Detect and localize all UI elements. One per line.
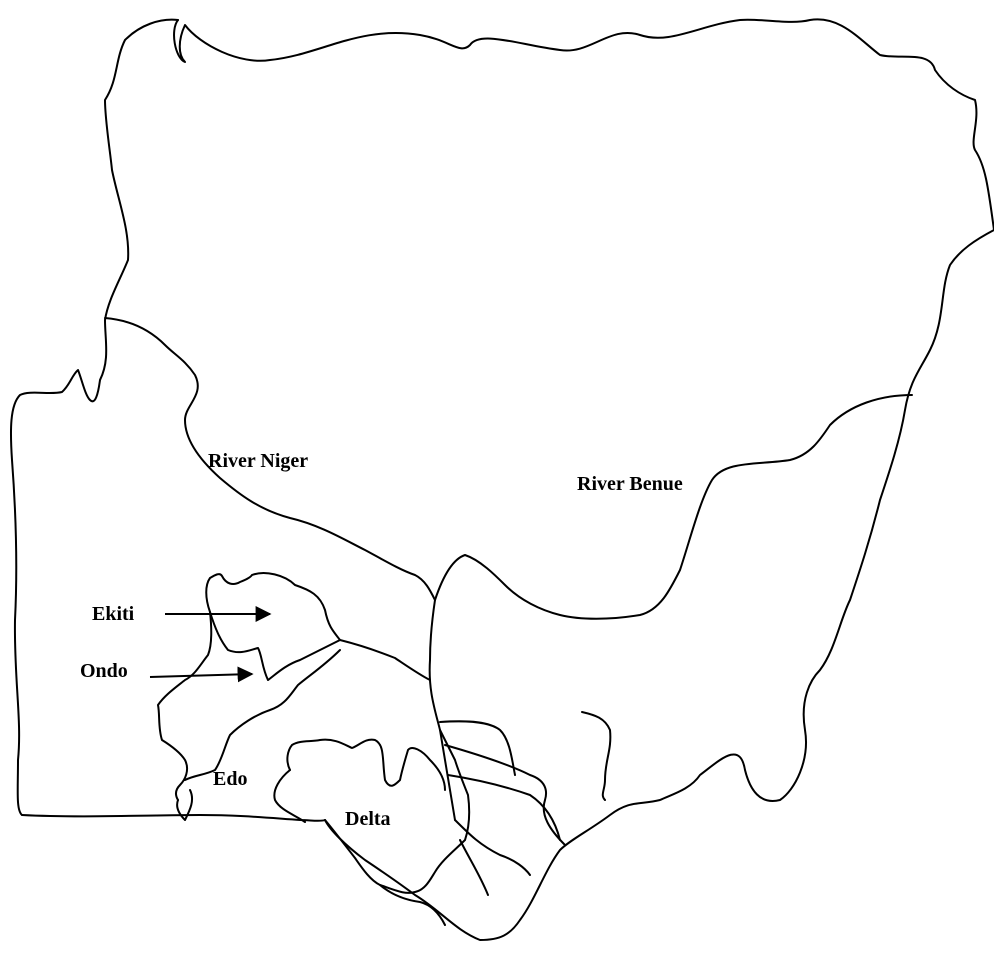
delta-channel-6 [379,884,446,926]
label-ekiti: Ekiti [92,603,135,625]
river-benue [434,394,913,620]
delta-channel-5 [459,839,489,896]
ondo-arrow [149,666,254,683]
label-delta: Delta [345,808,391,830]
delta-boundary [273,729,471,894]
delta-channel-4 [454,819,531,876]
west-border [9,18,179,816]
label-river-benue: River Benue [577,473,683,495]
south-coast [21,814,326,822]
delta-channel-2 [444,744,566,846]
label-ondo: Ondo [80,660,128,682]
river-niger [104,317,456,821]
delta-channel-1 [439,720,516,776]
ekiti-boundary [205,572,341,681]
label-river-niger: River Niger [208,450,308,472]
label-edo: Edo [213,768,247,790]
country-border [173,18,994,941]
ondo-boundary [157,611,341,801]
edo-boundary [176,639,446,821]
cross-river-fragment [581,711,612,801]
delta-channel-3 [447,774,561,841]
